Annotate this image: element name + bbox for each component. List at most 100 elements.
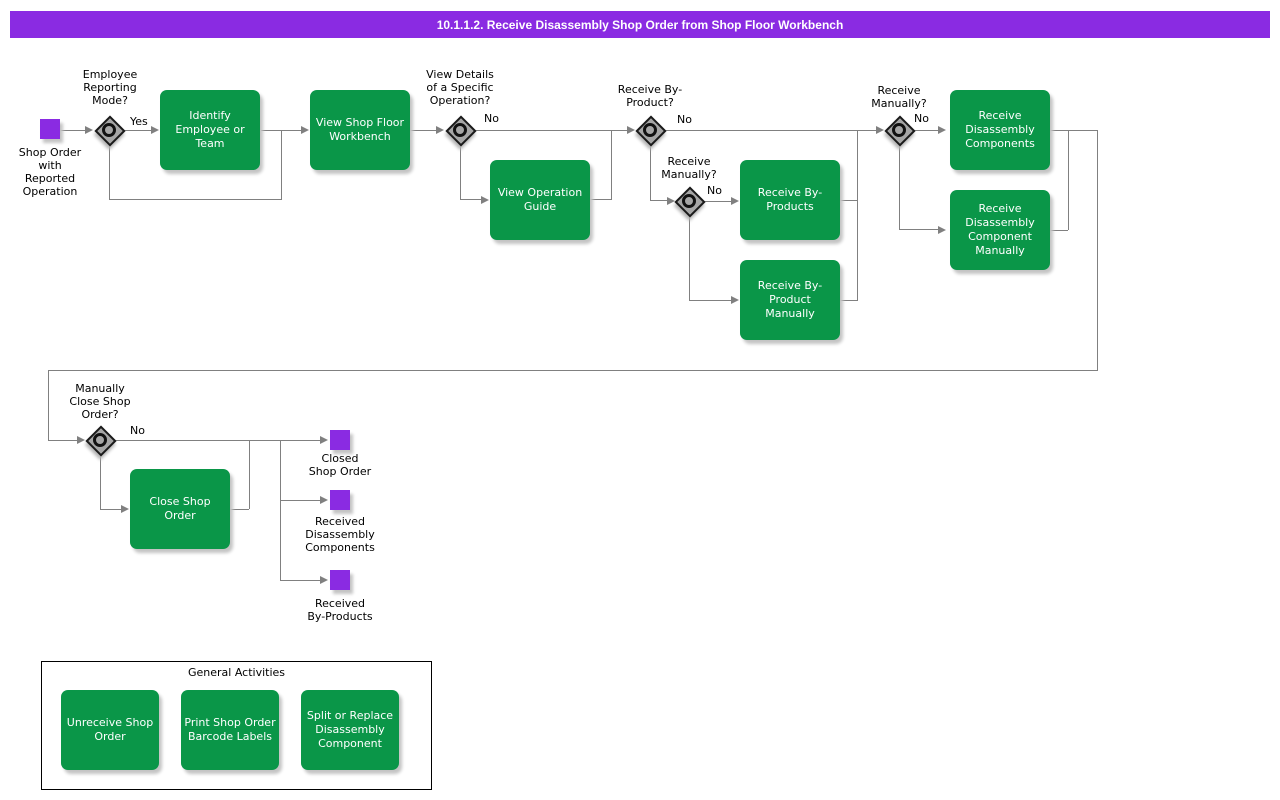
general-activities-title: General Activities	[187, 666, 286, 679]
edge-label-yes: Yes	[130, 115, 148, 128]
flow-line	[109, 199, 282, 200]
edge-label-no: No	[484, 112, 499, 125]
flow-line	[410, 130, 436, 131]
decision-gateway-icon	[892, 123, 906, 137]
flow-line	[913, 130, 938, 131]
flow-arrowhead	[938, 226, 946, 234]
decision-manually-close-shop-order	[85, 425, 117, 457]
flow-line	[1097, 130, 1098, 370]
flow-line	[840, 300, 857, 301]
activity-view-operation-guide[interactable]: View Operation Guide	[490, 160, 590, 240]
decision-employee-reporting-mode	[94, 115, 126, 147]
decision-receive-manually-component-label: Receive Manually?	[871, 84, 927, 110]
flow-line	[689, 300, 731, 301]
flow-line	[280, 440, 281, 580]
activity-receive-by-product-manually[interactable]: Receive By- Product Manually	[740, 260, 840, 340]
flow-line	[703, 201, 731, 202]
decision-receive-manually-byproduct	[674, 186, 706, 218]
end-event-received-components	[330, 490, 350, 510]
activity-close-shop-order[interactable]: Close Shop Order	[130, 469, 230, 549]
flow-line	[114, 440, 320, 441]
decision-receive-by-product	[635, 115, 667, 147]
flow-line	[281, 131, 282, 199]
flow-line	[857, 131, 858, 301]
flow-line	[261, 130, 301, 131]
flow-line	[48, 440, 77, 441]
flow-arrowhead	[151, 126, 159, 134]
flow-arrowhead	[320, 576, 328, 584]
flow-arrowhead	[667, 197, 675, 205]
decision-receive-by-product-label: Receive By- Product?	[617, 83, 683, 109]
flow-arrowhead	[301, 126, 309, 134]
decision-gateway-icon	[93, 433, 107, 447]
activity-split-or-replace-disassembly-component[interactable]: Split or Replace Disassembly Component	[301, 690, 399, 770]
flow-arrowhead	[436, 126, 444, 134]
flow-arrowhead	[481, 196, 489, 204]
flow-line	[650, 200, 667, 201]
edge-label-no: No	[677, 113, 692, 126]
flow-line	[840, 200, 857, 201]
flow-arrowhead	[731, 296, 739, 304]
flow-line	[48, 370, 1098, 371]
flow-line	[1050, 230, 1068, 231]
edge-label-no: No	[130, 424, 145, 437]
activity-view-shop-floor-workbench[interactable]: View Shop Floor Workbench	[310, 90, 410, 170]
decision-view-details-specific-operation	[445, 115, 477, 147]
flow-arrowhead	[731, 197, 739, 205]
flow-line	[280, 580, 320, 581]
decision-receive-manually-component	[884, 115, 916, 147]
decision-employee-reporting-mode-label: Employee Reporting Mode?	[82, 68, 138, 107]
end-event-closed-shop-order-label: Closed Shop Order	[308, 452, 372, 478]
flow-arrowhead	[77, 436, 85, 444]
flow-arrowhead	[121, 505, 129, 513]
diagram-title-bar: 10.1.1.2. Receive Disassembly Shop Order…	[10, 11, 1270, 38]
edge-label-no: No	[914, 112, 929, 125]
decision-gateway-icon	[643, 123, 657, 137]
flow-line	[1068, 131, 1069, 230]
flow-line	[48, 370, 49, 440]
activity-receive-disassembly-component-manually[interactable]: Receive Disassembly Component Manually	[950, 190, 1050, 270]
activity-identify-employee-or-team[interactable]: Identify Employee or Team	[160, 90, 260, 170]
flow-line	[123, 130, 151, 131]
activity-receive-by-products[interactable]: Receive By- Products	[740, 160, 840, 240]
flow-arrowhead	[938, 126, 946, 134]
flow-line	[280, 500, 320, 501]
flow-arrowhead	[85, 126, 93, 134]
edge-label-no: No	[707, 184, 722, 197]
decision-receive-manually-byproduct-label: Receive Manually?	[661, 155, 717, 181]
decision-gateway-icon	[102, 123, 116, 137]
flow-line	[611, 131, 612, 200]
flow-line	[474, 130, 627, 131]
end-event-received-components-label: Received Disassembly Components	[305, 515, 375, 554]
flow-line	[590, 199, 611, 200]
flow-line	[249, 441, 250, 509]
flow-line	[460, 199, 481, 200]
flow-line	[460, 144, 461, 200]
flow-arrowhead	[320, 496, 328, 504]
decision-gateway-icon	[682, 194, 696, 208]
decision-view-details-label: View Details of a Specific Operation?	[426, 68, 494, 107]
decision-gateway-icon	[453, 123, 467, 137]
flow-line	[60, 130, 85, 131]
flow-line	[100, 509, 121, 510]
flow-line	[230, 509, 249, 510]
flow-line	[664, 130, 876, 131]
flow-arrowhead	[876, 126, 884, 134]
end-event-received-byproducts	[330, 570, 350, 590]
flow-arrowhead	[320, 436, 328, 444]
flow-arrowhead	[627, 126, 635, 134]
activity-receive-disassembly-components[interactable]: Receive Disassembly Components	[950, 90, 1050, 170]
activity-unreceive-shop-order[interactable]: Unreceive Shop Order	[61, 690, 159, 770]
start-event-shop-order	[40, 119, 60, 139]
end-event-closed-shop-order	[330, 430, 350, 450]
end-event-received-byproducts-label: Received By-Products	[307, 597, 373, 623]
flow-line	[1050, 130, 1098, 131]
flow-line	[650, 144, 651, 201]
start-event-label: Shop Order with Reported Operation	[18, 146, 82, 198]
flow-line	[100, 454, 101, 509]
flow-line	[689, 215, 690, 301]
flow-line	[899, 229, 938, 230]
activity-print-shop-order-barcode-labels[interactable]: Print Shop Order Barcode Labels	[181, 690, 279, 770]
decision-manually-close-label: Manually Close Shop Order?	[69, 382, 131, 421]
